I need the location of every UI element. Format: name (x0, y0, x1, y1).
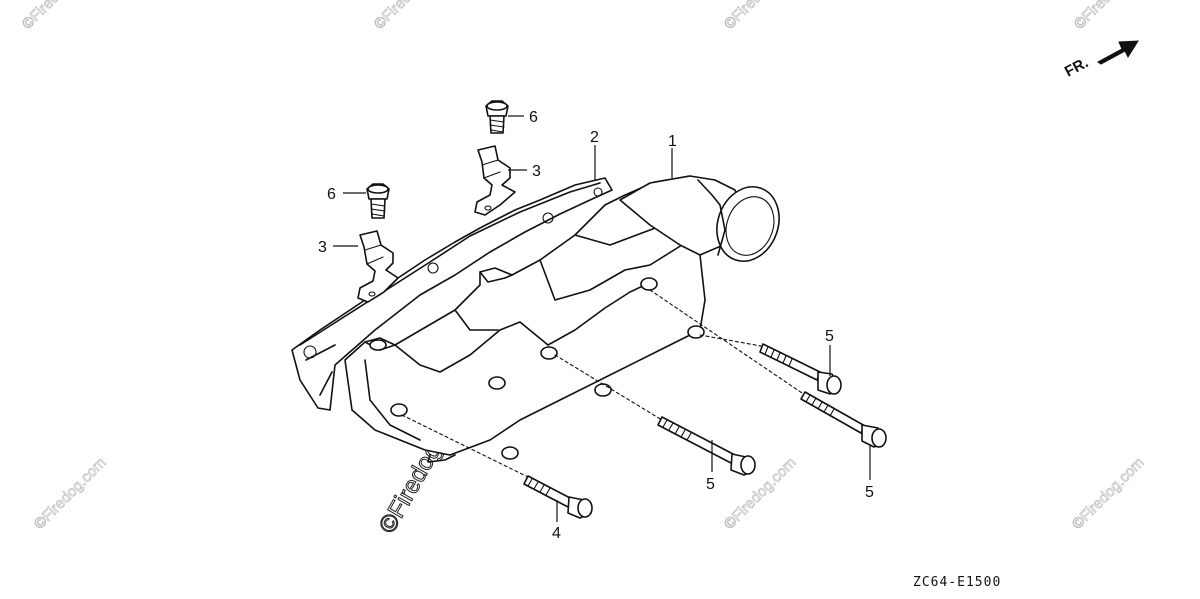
callouts: 1 2 3 3 4 5 5 5 6 6 (318, 109, 874, 542)
bolt-4 (401, 414, 593, 519)
bracket-3-upper (474, 145, 516, 216)
bolt-5-upper (699, 334, 842, 395)
bolt-6-upper (485, 100, 509, 134)
bracket-3-left (357, 230, 399, 303)
callout-1: 1 (668, 133, 677, 150)
callout-5-right: 5 (865, 484, 874, 501)
water-manifold (344, 175, 780, 463)
callout-6-left: 6 (327, 186, 336, 203)
callout-3-left: 3 (318, 239, 327, 256)
callout-5-upper: 5 (825, 328, 834, 345)
front-arrow-icon (1097, 40, 1139, 65)
front-label: FR. (1062, 54, 1091, 80)
watermark: ©Firedog.com (371, 0, 450, 33)
callout-2: 2 (590, 129, 599, 146)
callout-4: 4 (552, 525, 561, 542)
bolt-5-middle (554, 354, 756, 476)
drawing-code: ZC64-E1500 (913, 575, 1001, 590)
watermark: ©Firedog.com (1069, 454, 1148, 533)
callout-3-upper: 3 (532, 163, 541, 180)
callout-6-upper: 6 (529, 109, 538, 126)
leader-lines (333, 115, 871, 522)
bolt-6-left (366, 183, 390, 219)
gasket (291, 177, 613, 411)
watermark: ©Firedog.com (1071, 0, 1150, 33)
callout-5-middle: 5 (706, 476, 715, 493)
watermark: ©Firedog.com (19, 0, 98, 33)
watermark: ©Firedog.com (31, 454, 110, 533)
watermark: ©Firedog.com (721, 0, 800, 33)
front-direction-indicator: FR. (1062, 40, 1139, 81)
bolt-5-right (649, 289, 887, 448)
